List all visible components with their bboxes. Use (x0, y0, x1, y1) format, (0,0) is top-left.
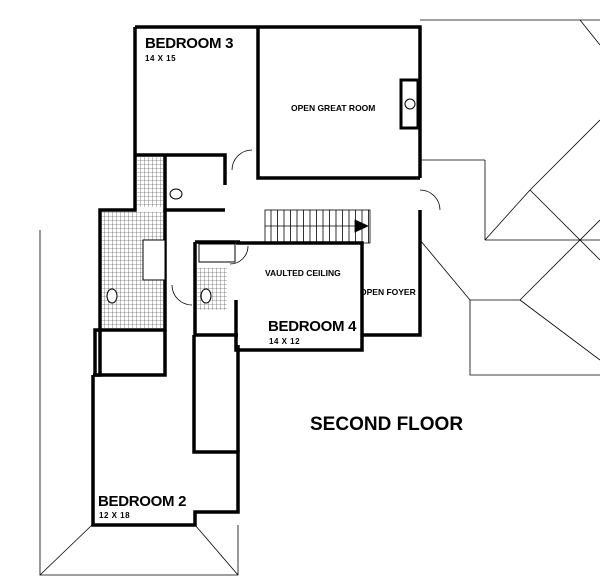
roof-lines (39, 19, 600, 576)
fireplace (399, 78, 420, 130)
great-room-label: OPEN GREAT ROOM (291, 103, 376, 113)
bedroom-2-size: 12 X 18 (99, 511, 131, 520)
bedroom-2-label: BEDROOM 2 (98, 493, 187, 510)
bedroom-3-size: 14 X 15 (145, 54, 177, 63)
bedroom-3-label: BEDROOM 3 (145, 35, 234, 52)
open-foyer-label: OPEN FOYER (360, 287, 416, 297)
bedroom-4-label: BEDROOM 4 (268, 318, 357, 335)
floor-title: SECOND FLOOR (310, 414, 464, 435)
walls (91, 25, 422, 527)
bedroom-4-size: 14 X 12 (269, 337, 301, 346)
doors (171, 149, 441, 306)
vaulted-ceiling-label: VAULTED CEILING (265, 268, 341, 278)
fixtures (106, 188, 236, 304)
stairs (264, 209, 371, 244)
